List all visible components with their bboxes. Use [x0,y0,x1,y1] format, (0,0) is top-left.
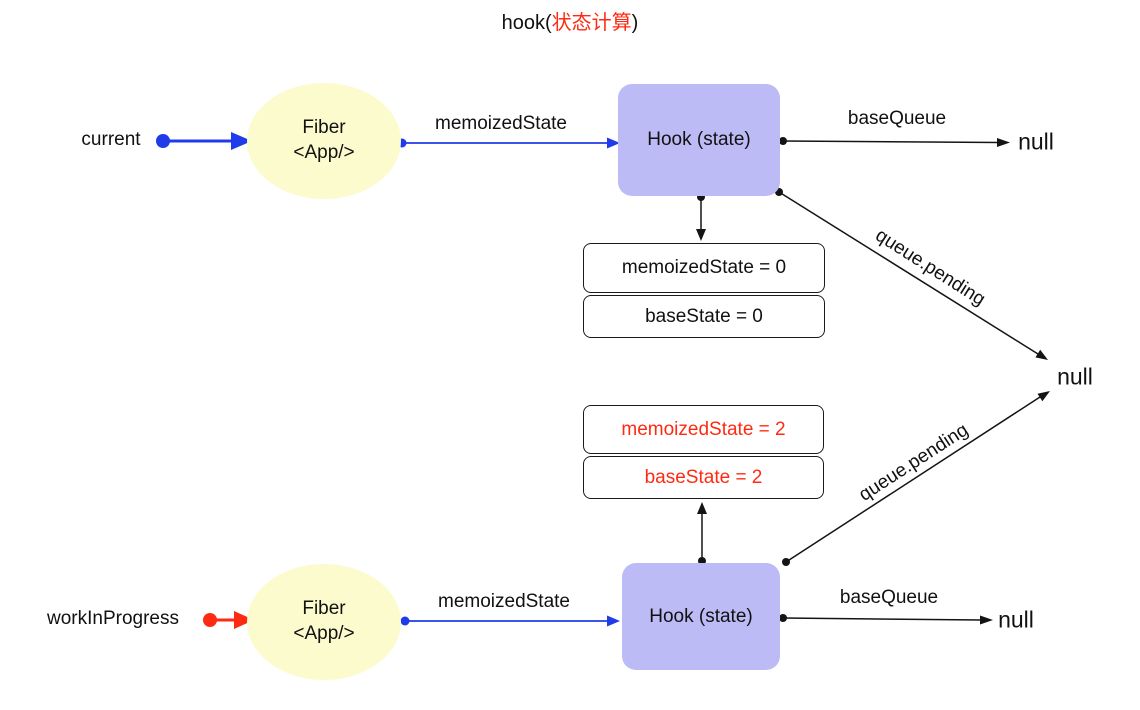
memoized-state-bottom-label: memoizedState [437,591,571,612]
null-top-label: null [1018,128,1054,155]
queue-pending-top-line [778,191,1039,355]
state-box-text: memoizedState = 0 [621,257,787,278]
state-box-text: baseState = 0 [645,305,763,327]
connector-dot [203,613,217,627]
memoized-state-top-label: memoizedState [434,113,568,134]
arrowhead-icon [697,502,707,514]
page-title: hook(状态计算) [0,6,1140,35]
hook-state-node-current: Hook (state) [618,84,780,196]
fiber-node-title: Fiber [302,117,346,139]
arrowhead-icon [1037,391,1050,402]
fiber-node-subtitle: <App/> [293,142,355,163]
base-queue-bottom-line [782,617,983,621]
queue-pending-bottom-line [785,396,1041,563]
null-bottom-label: null [998,606,1034,633]
title-suffix: ) [631,12,639,34]
arrowhead-icon [607,137,620,149]
arrowhead-icon [980,615,993,625]
hook-state-node-wip: Hook (state) [622,563,780,670]
base-queue-top-line [782,140,1000,144]
base-queue-top-label: baseQueue [847,108,947,129]
arrowhead-icon [997,138,1010,147]
arrowhead-icon [234,611,254,629]
state-box-memoized-2: memoizedState = 2 [583,405,824,454]
state-box-text: memoizedState = 2 [621,418,786,440]
hook-state-label: Hook (state) [649,605,753,627]
state-box-base-0: baseState = 0 [583,295,825,338]
fiber-node-wip: Fiber <App/> [247,564,401,680]
work-in-progress-label: workInProgress [47,608,179,629]
state-box-base-2: baseState = 2 [583,456,824,499]
fiber-node-subtitle: <App/> [293,623,355,644]
arrowhead-icon [1035,349,1048,360]
arrowhead-icon [231,132,252,150]
fiber-node-title: Fiber [302,598,346,620]
current-label: current [81,129,141,150]
state-box-text: baseState = 2 [644,466,763,488]
arrowhead-icon [696,229,706,241]
null-middle-label: null [1057,363,1093,390]
title-prefix: hook( [501,12,552,34]
base-queue-bottom-label: baseQueue [839,587,939,608]
state-box-memoized-0: memoizedState = 0 [583,243,825,293]
connector-dot [156,134,170,148]
arrowhead-icon [607,615,620,627]
fiber-node-current: Fiber <App/> [247,83,401,199]
hook-state-label: Hook (state) [647,129,751,150]
title-highlight: 状态计算 [551,12,632,34]
